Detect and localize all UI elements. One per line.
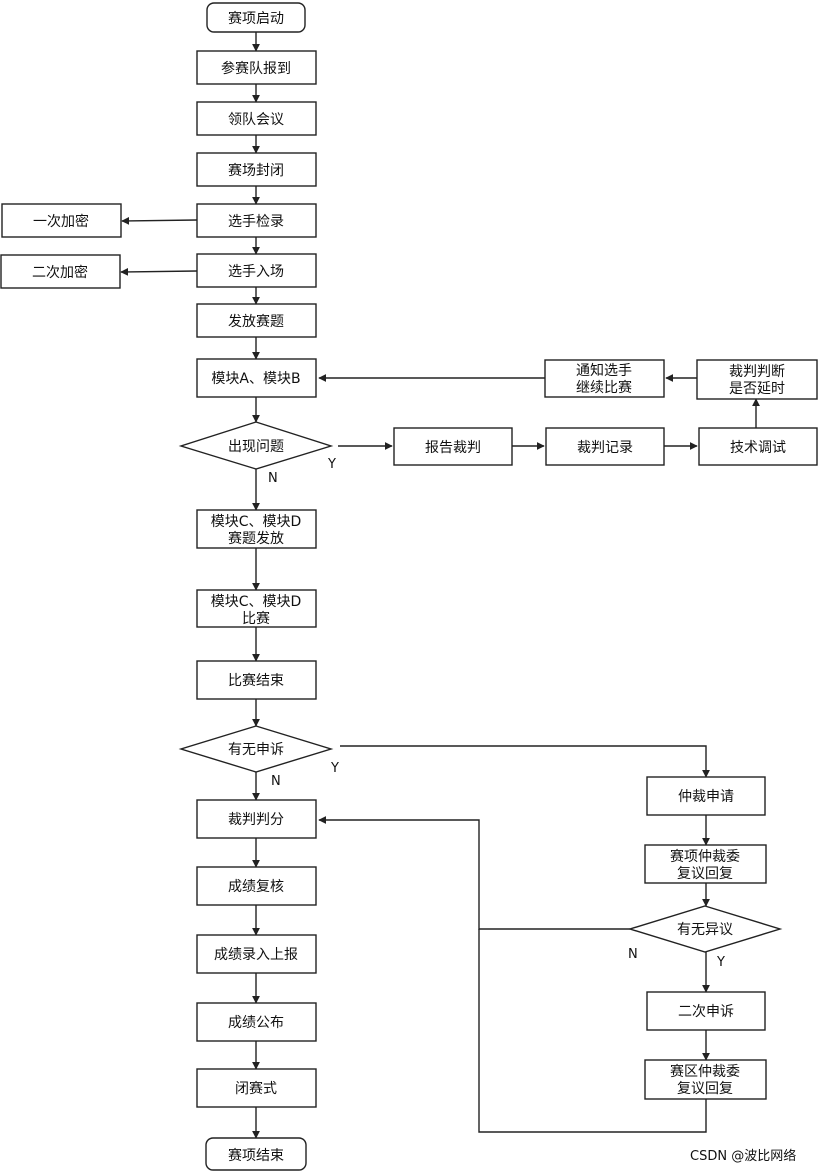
node-score-publish-label: 成绩公布: [228, 1015, 284, 1031]
node-module-cd-compete-line1: 模块C、模块D: [211, 594, 302, 610]
node-module-cd-issue: 模块C、模块D 赛题发放: [196, 509, 317, 549]
node-tech-debug: 技术调试: [698, 427, 818, 466]
node-arbitration-request-label: 仲裁申请: [678, 789, 734, 805]
node-module-cd-issue-line2: 赛题发放: [228, 531, 284, 547]
node-report-judge-label: 报告裁判: [425, 440, 481, 456]
node-issue-questions: 发放赛题: [196, 303, 317, 338]
node-objection-decision: 有无异议: [627, 905, 783, 953]
node-notify-continue: 通知选手 继续比赛: [544, 359, 665, 398]
node-start-label: 赛项启动: [228, 11, 284, 27]
node-checkin: 参赛队报到: [196, 50, 317, 85]
label-problem-yes: Y: [327, 457, 336, 472]
node-score-entry-label: 成绩录入上报: [214, 947, 298, 963]
label-appeal-no: N: [271, 774, 281, 789]
node-score-review-label: 成绩复核: [228, 878, 284, 895]
edge-district-return: [478, 929, 707, 1133]
node-player-check: 选手检录: [196, 203, 317, 238]
node-module-ab-label: 模块A、模块B: [211, 371, 300, 387]
node-leader-meeting: 领队会议: [196, 101, 317, 136]
node-second-appeal-label: 二次申诉: [678, 1004, 734, 1020]
node-issue-questions-label: 发放赛题: [228, 314, 284, 330]
node-judge-record: 裁判记录: [545, 427, 665, 466]
node-judge-decide: 裁判判断 是否延时: [696, 359, 818, 400]
node-score-entry: 成绩录入上报: [196, 934, 317, 974]
connectors: [120, 32, 760, 1139]
edge-check-encrypt1: [121, 216, 198, 225]
node-judge-decide-line2: 是否延时: [729, 381, 785, 397]
node-competition-end-label: 比赛结束: [228, 673, 284, 689]
edge-entry-encrypt2: [120, 267, 198, 276]
node-venue-closed-label: 赛场封闭: [228, 163, 284, 179]
node-player-entry-label: 选手入场: [228, 264, 284, 280]
edge-objection-scoring: [318, 816, 630, 930]
node-judge-scoring-label: 裁判判分: [228, 812, 284, 828]
node-report-judge: 报告裁判: [393, 427, 513, 466]
node-event-arbitration-reply: 赛项仲裁委 复议回复: [644, 844, 767, 884]
node-closing: 闭赛式: [196, 1068, 317, 1108]
node-judge-decide-line1: 裁判判断: [729, 364, 785, 380]
node-first-encrypt: 一次加密: [1, 203, 122, 238]
node-problem-decision: 出现问题: [178, 421, 334, 470]
node-score-review: 成绩复核: [196, 866, 317, 906]
node-checkin-label: 参赛队报到: [221, 60, 291, 77]
node-player-entry: 选手入场: [196, 253, 317, 288]
label-problem-no: N: [268, 471, 278, 486]
node-judge-record-label: 裁判记录: [577, 440, 633, 456]
node-event-arbitration-reply-line1: 赛项仲裁委: [670, 849, 740, 865]
node-event-end-label: 赛项结束: [228, 1148, 284, 1164]
node-district-arbitration-reply: 赛区仲裁委 复议回复: [644, 1059, 767, 1100]
node-district-arbitration-reply-line2: 复议回复: [677, 1080, 733, 1097]
node-competition-end: 比赛结束: [196, 660, 317, 700]
node-problem-decision-label: 出现问题: [228, 439, 284, 455]
node-module-ab: 模块A、模块B: [196, 358, 317, 398]
node-tech-debug-label: 技术调试: [730, 440, 786, 456]
node-first-encrypt-label: 一次加密: [33, 213, 89, 230]
label-objection-yes: Y: [716, 955, 725, 970]
node-district-arbitration-reply-line1: 赛区仲裁委: [670, 1064, 740, 1080]
edge-appeal-arbitration: [340, 745, 710, 778]
node-appeal-decision-label: 有无申诉: [228, 742, 284, 758]
edge-labels: Y N Y N N Y: [268, 457, 725, 970]
node-event-arbitration-reply-line2: 复议回复: [677, 865, 733, 882]
node-module-cd-compete-line2: 比赛: [242, 611, 270, 627]
node-module-cd-issue-line1: 模块C、模块D: [211, 514, 302, 530]
node-arbitration-request: 仲裁申请: [646, 776, 766, 816]
node-venue-closed: 赛场封闭: [196, 152, 317, 187]
node-closing-label: 闭赛式: [235, 1081, 277, 1097]
node-event-end: 赛项结束: [205, 1137, 307, 1171]
node-second-encrypt: 二次加密: [0, 254, 121, 289]
node-score-publish: 成绩公布: [196, 1002, 317, 1042]
node-notify-continue-line2: 继续比赛: [576, 379, 632, 396]
label-objection-no: N: [628, 947, 638, 962]
node-notify-continue-line1: 通知选手: [576, 362, 632, 379]
node-second-appeal: 二次申诉: [646, 991, 766, 1031]
node-start: 赛项启动: [206, 2, 306, 33]
node-module-cd-compete: 模块C、模块D 比赛: [196, 589, 317, 628]
node-leader-meeting-label: 领队会议: [228, 112, 284, 128]
node-objection-decision-label: 有无异议: [677, 922, 733, 938]
node-second-encrypt-label: 二次加密: [32, 264, 88, 281]
node-player-check-label: 选手检录: [228, 214, 284, 230]
watermark: CSDN @波比网络: [690, 1148, 796, 1164]
label-appeal-yes: Y: [330, 761, 339, 776]
node-judge-scoring: 裁判判分: [196, 799, 317, 839]
node-appeal-decision: 有无申诉: [178, 725, 334, 773]
